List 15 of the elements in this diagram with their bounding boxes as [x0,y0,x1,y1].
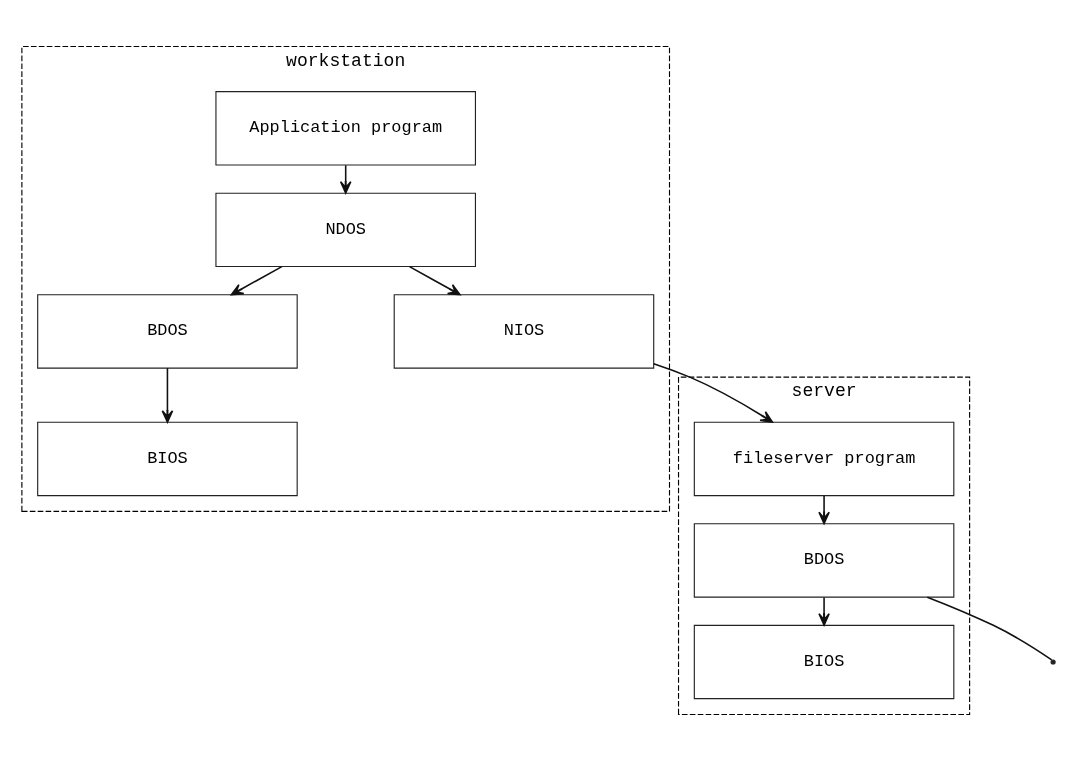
node-box: Application program [215,91,476,166]
node-box: fileserver program [693,421,955,497]
node-box: BIOS [37,421,298,497]
arrow [652,362,774,423]
node-box: BDOS [693,523,955,598]
arrow [230,265,283,296]
arrow [408,265,461,296]
node-box: NDOS [215,192,476,268]
node-box: BIOS [693,624,955,700]
arrow [161,367,174,423]
node-box: BDOS [37,294,298,369]
arrow [818,495,830,525]
arrow [818,596,830,626]
connector [926,596,1053,661]
node-box: NIOS [393,294,655,369]
